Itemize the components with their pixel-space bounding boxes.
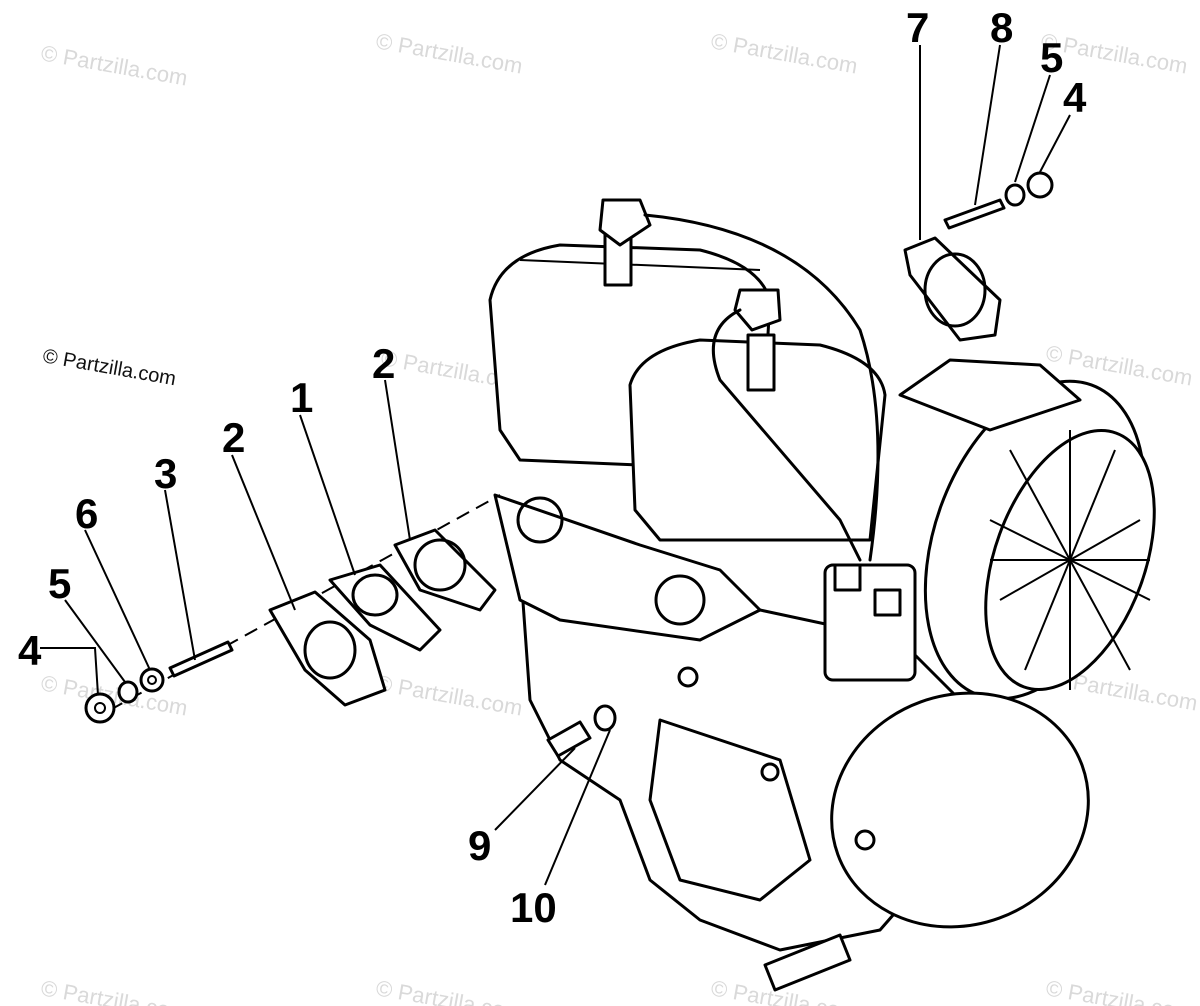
nut-4-right	[1026, 171, 1054, 199]
washer-10	[593, 704, 617, 732]
callout-4-left: 4	[18, 627, 42, 674]
callout-8: 8	[990, 4, 1013, 51]
manifold-1	[328, 563, 442, 652]
watermark: © Partzilla.com	[1044, 975, 1194, 1006]
watermark: © Partzilla.com	[39, 975, 189, 1006]
watermark: © Partzilla.com	[374, 975, 524, 1006]
stud-3	[168, 640, 234, 678]
callout-6: 6	[75, 490, 98, 537]
watermark: © Partzilla.com	[39, 40, 189, 90]
callout-1: 1	[290, 374, 313, 421]
lockwasher-5-left	[117, 680, 139, 704]
callout-3: 3	[154, 450, 177, 497]
small-parts-lower	[546, 704, 617, 758]
callout-5-right: 5	[1040, 34, 1063, 81]
washer-6	[139, 667, 165, 693]
leader-lines	[40, 44, 1071, 886]
watermark-dark: © Partzilla.com	[41, 345, 178, 390]
exhaust-parts-left	[84, 494, 501, 724]
watermark: © Partzilla.com	[374, 28, 524, 78]
callout-2-left: 2	[222, 414, 245, 461]
nut-4-left	[84, 692, 116, 724]
mount-parts-right	[903, 171, 1054, 342]
lockwasher-5-right	[1004, 183, 1026, 207]
callout-7: 7	[906, 4, 929, 51]
callout-4-right: 4	[1063, 74, 1087, 121]
callout-5-left: 5	[48, 560, 71, 607]
callout-9: 9	[468, 822, 491, 869]
callout-10: 10	[510, 884, 557, 931]
bolt-9	[546, 720, 592, 758]
callout-2-right: 2	[372, 340, 395, 387]
watermark: © Partzilla.com	[374, 670, 524, 720]
gasket-2-left	[268, 590, 387, 707]
watermark: © Partzilla.com	[709, 28, 859, 78]
engine-illustration	[488, 198, 1156, 992]
stud-8	[943, 198, 1006, 230]
callout-labels: 1 2 2 3 4 5 6 7 8 5 4 9 10	[18, 4, 1087, 931]
